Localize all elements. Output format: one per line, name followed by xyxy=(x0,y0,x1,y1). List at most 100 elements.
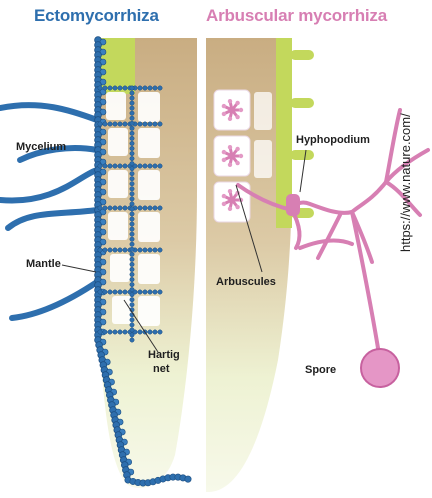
hartig-bead xyxy=(130,303,134,307)
hartig-bead xyxy=(130,187,134,191)
hartig-bead xyxy=(130,136,134,140)
root-hair xyxy=(290,98,314,108)
hartig-bead xyxy=(130,131,134,135)
hartig-bead xyxy=(118,206,122,210)
ecto-hyphae xyxy=(0,105,97,318)
hartig-bead xyxy=(130,212,134,216)
hartig-bead xyxy=(130,96,134,100)
hartig-bead xyxy=(130,338,134,342)
cortex-cell xyxy=(138,212,160,242)
arbuscule-tip xyxy=(228,189,232,193)
cortex-cell xyxy=(138,170,160,200)
arbuscule-tip xyxy=(222,112,226,116)
hartig-bead xyxy=(130,323,134,327)
hartig-bead xyxy=(130,171,134,175)
arbuscule-core xyxy=(229,153,236,160)
hartig-bead xyxy=(158,122,162,126)
hartig-bead xyxy=(143,86,147,90)
hartig-bead xyxy=(130,156,134,160)
mycelium-hypha xyxy=(0,105,97,120)
hartig-bead xyxy=(118,290,122,294)
hartig-bead xyxy=(123,330,127,334)
source-url: https://www.nature.com/ xyxy=(398,113,413,252)
hartig-bead xyxy=(130,257,134,261)
arbuscule-tip xyxy=(222,104,226,108)
hartig-bead xyxy=(130,287,134,291)
hartig-bead xyxy=(130,292,134,296)
hartig-bead xyxy=(153,122,157,126)
arbuscule-core xyxy=(229,197,236,204)
hartig-bead xyxy=(148,290,152,294)
hartig-bead xyxy=(130,91,134,95)
hartig-bead xyxy=(118,86,122,90)
hartig-bead xyxy=(130,161,134,165)
hartig-bead xyxy=(148,330,152,334)
hartig-bead xyxy=(130,192,134,196)
hartig-bead xyxy=(130,121,134,125)
hartig-bead xyxy=(130,252,134,256)
arbuscule-core xyxy=(229,107,236,114)
hartig-bead xyxy=(130,333,134,337)
hartig-bead xyxy=(138,86,142,90)
hartig-bead xyxy=(113,206,117,210)
mycelium-label: Mycelium xyxy=(16,141,66,153)
hartig-bead xyxy=(98,248,102,252)
arbuscule-tip xyxy=(235,147,239,151)
hartig-bead xyxy=(158,290,162,294)
hartig-bead xyxy=(108,206,112,210)
hartig-bead xyxy=(113,248,117,252)
hartig-bead xyxy=(130,217,134,221)
cortex-cell xyxy=(138,296,160,326)
hartig-bead xyxy=(143,206,147,210)
hartig-bead xyxy=(123,122,127,126)
hartig-label-line1: Hartig xyxy=(148,349,180,361)
hartig-bead xyxy=(143,122,147,126)
hartig-bead xyxy=(108,248,112,252)
hartig-bead xyxy=(98,290,102,294)
hartig-label-line2: net xyxy=(153,363,170,375)
arbuscule-tip xyxy=(228,207,232,211)
hartig-bead xyxy=(130,101,134,105)
hyphopodium xyxy=(288,196,298,214)
hartig-bead xyxy=(123,206,127,210)
arbuscule-tip xyxy=(222,194,226,198)
hartig-bead xyxy=(143,164,147,168)
arbuscules-label: Arbuscules xyxy=(216,276,276,288)
hartig-bead xyxy=(130,328,134,332)
mycelium-hypha xyxy=(0,170,97,201)
hartig-bead xyxy=(130,106,134,110)
hartig-bead xyxy=(158,206,162,210)
hartig-bead xyxy=(113,290,117,294)
hartig-bead xyxy=(108,330,112,334)
hartig-bead xyxy=(130,282,134,286)
spore-label: Spore xyxy=(305,364,336,376)
hartig-bead xyxy=(108,86,112,90)
mantle-label: Mantle xyxy=(26,258,61,270)
hartig-bead xyxy=(148,122,152,126)
hartig-bead xyxy=(148,164,152,168)
hartig-bead xyxy=(98,206,102,210)
cortex-cell xyxy=(108,170,128,198)
hartig-bead xyxy=(130,166,134,170)
hartig-bead xyxy=(130,277,134,281)
hartig-bead xyxy=(130,262,134,266)
am-hypha xyxy=(318,215,340,258)
hartig-bead xyxy=(130,267,134,271)
arbuscule-tip xyxy=(228,99,232,103)
root-hair xyxy=(290,150,314,160)
hartig-bead xyxy=(130,146,134,150)
am-hypha xyxy=(352,212,378,348)
hartig-bead xyxy=(103,86,107,90)
hartig-bead xyxy=(130,141,134,145)
hartig-bead xyxy=(153,206,157,210)
hartig-bead xyxy=(143,290,147,294)
hartig-bead xyxy=(103,330,107,334)
hyphopodium-label: Hyphopodium xyxy=(296,134,370,146)
hartig-bead xyxy=(98,122,102,126)
hartig-bead xyxy=(108,164,112,168)
arbuscule-tip xyxy=(235,205,239,209)
arbuscule-tip xyxy=(228,117,232,121)
hartig-bead xyxy=(130,222,134,226)
hartig-bead xyxy=(130,126,134,130)
